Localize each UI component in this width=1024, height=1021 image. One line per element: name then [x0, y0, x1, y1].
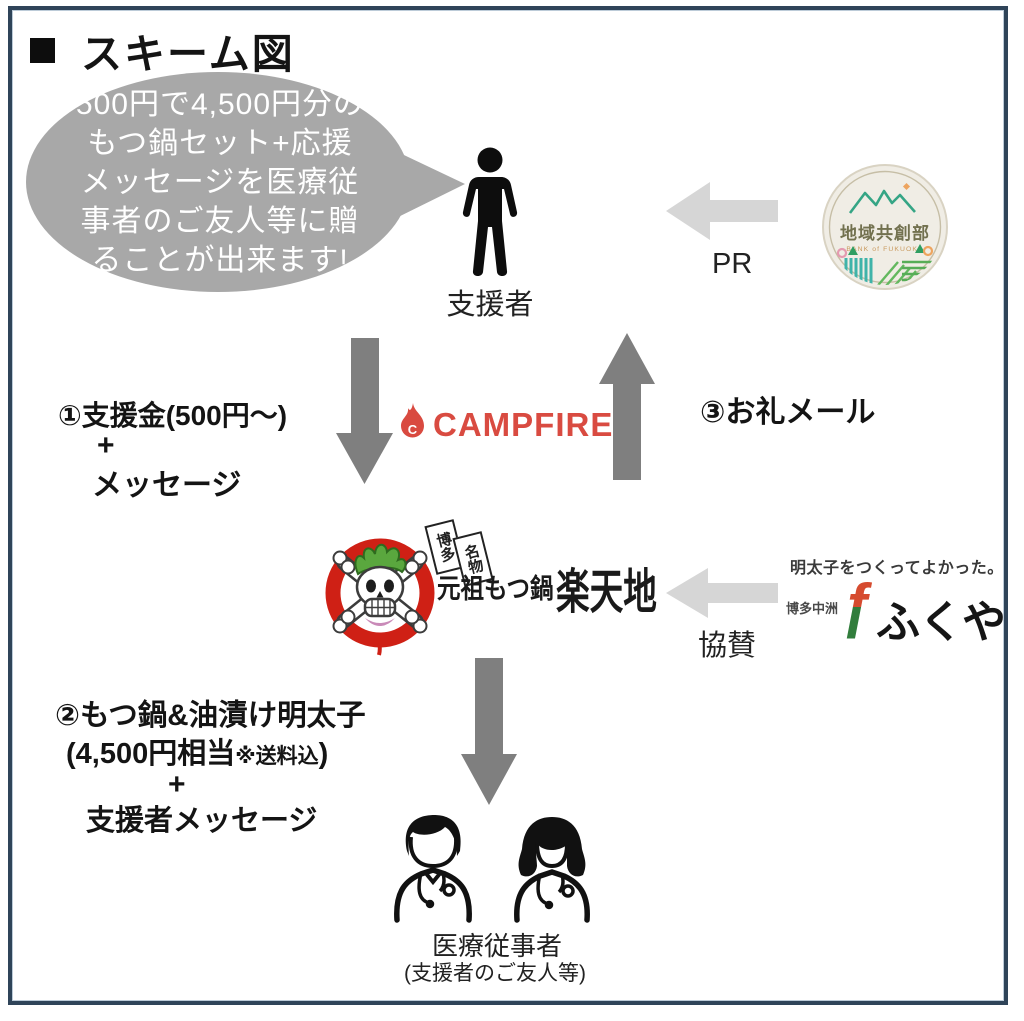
female-doctor-icon — [514, 817, 590, 923]
stethoscope-icon — [536, 873, 575, 910]
campfire-logo-text: CAMPFIRE — [433, 406, 614, 443]
fukuya-region-label: 博多中洲 — [786, 601, 839, 616]
up-arrow-icon — [599, 333, 655, 480]
flow2-line1: ②もつ鍋&油漬け明太子 — [55, 699, 366, 732]
down-arrow-icon — [461, 658, 517, 805]
bubble-line: ることが出来ます! — [91, 243, 349, 277]
page-title: スキーム図 — [30, 20, 295, 80]
flow1-line2: メッセージ — [92, 469, 242, 502]
flow2-line2-close: ) — [318, 738, 329, 770]
tree-icon — [848, 246, 858, 255]
down-arrow-icon — [336, 338, 393, 484]
stethoscope-icon — [417, 872, 456, 909]
title-bullet-square — [30, 37, 55, 63]
tree-icon — [915, 244, 925, 253]
sponsor-arrow-icon — [666, 568, 778, 618]
speech-bubble: 500円で4,500円分の もつ鍋セット+応援 メッセージを医療従 事者のご友人… — [18, 66, 478, 302]
fukuya-f-mark-icon: ƒ — [840, 576, 873, 639]
flow2-line3: 支援者メッセージ — [86, 805, 318, 837]
rakutenchi-name: 楽天地 — [556, 566, 657, 619]
bank-name-text: 地域共創部 — [840, 223, 930, 243]
campfire-flame-icon: C — [401, 403, 424, 438]
bank-subname-text: BANK of FUKUOKA — [846, 246, 923, 253]
flame-letter: C — [408, 422, 418, 437]
flow3-label: ③お礼メール — [700, 396, 876, 429]
pr-arrow-icon — [666, 182, 778, 240]
speech-bubble-shape — [26, 72, 465, 292]
bubble-line: メッセージを医療従 — [80, 165, 360, 199]
fukuya-mark-glyph: ƒ — [840, 576, 873, 639]
flow2-line2: (4,500円相当※送料込) — [66, 730, 328, 772]
skull-icon — [354, 543, 407, 626]
diagram-border — [8, 6, 1008, 1005]
workers-label: 医療従事者 — [431, 931, 562, 961]
bubble-line: 500円で4,500円分の — [75, 87, 365, 121]
supporter-label: 支援者 — [446, 289, 534, 321]
bank-of-fukuoka-logo: 地域共創部 BANK of FUKUOKA — [822, 164, 948, 290]
sponsor-label: 協賛 — [698, 630, 757, 662]
supporter-person-icon — [462, 147, 518, 277]
bubble-line: 事者のご友人等に贈 — [80, 204, 360, 238]
male-doctor-icon — [394, 815, 472, 923]
page-title-text: スキーム図 — [81, 31, 295, 77]
bubble-line: もつ鍋セット+応援 — [87, 126, 353, 160]
flow2-line2-main: (4,500円相当 — [66, 738, 236, 770]
flow1-line1: ①支援金(500円〜) — [58, 400, 288, 431]
mountain-line-icon — [848, 189, 916, 214]
flow1-plus: + — [97, 429, 115, 462]
bubble-text: 500円で4,500円分の もつ鍋セット+応援 メッセージを医療従 事者のご友人… — [44, 82, 396, 282]
rakutenchi-skull-logo — [325, 538, 435, 656]
flow2-plus: + — [168, 768, 186, 801]
pr-label: PR — [712, 248, 753, 280]
fukuya-tagline: 明太子をつくってよかった。 — [790, 560, 1004, 577]
bubble-ellipse — [26, 72, 410, 292]
fukuya-name: ふくや — [876, 598, 1006, 647]
rakutenchi-subtitle: 元祖もつ鍋 — [437, 574, 554, 604]
flow2-line2-small: ※送料込 — [235, 745, 319, 768]
workers-sublabel: (支援者のご友人等) — [404, 962, 586, 985]
